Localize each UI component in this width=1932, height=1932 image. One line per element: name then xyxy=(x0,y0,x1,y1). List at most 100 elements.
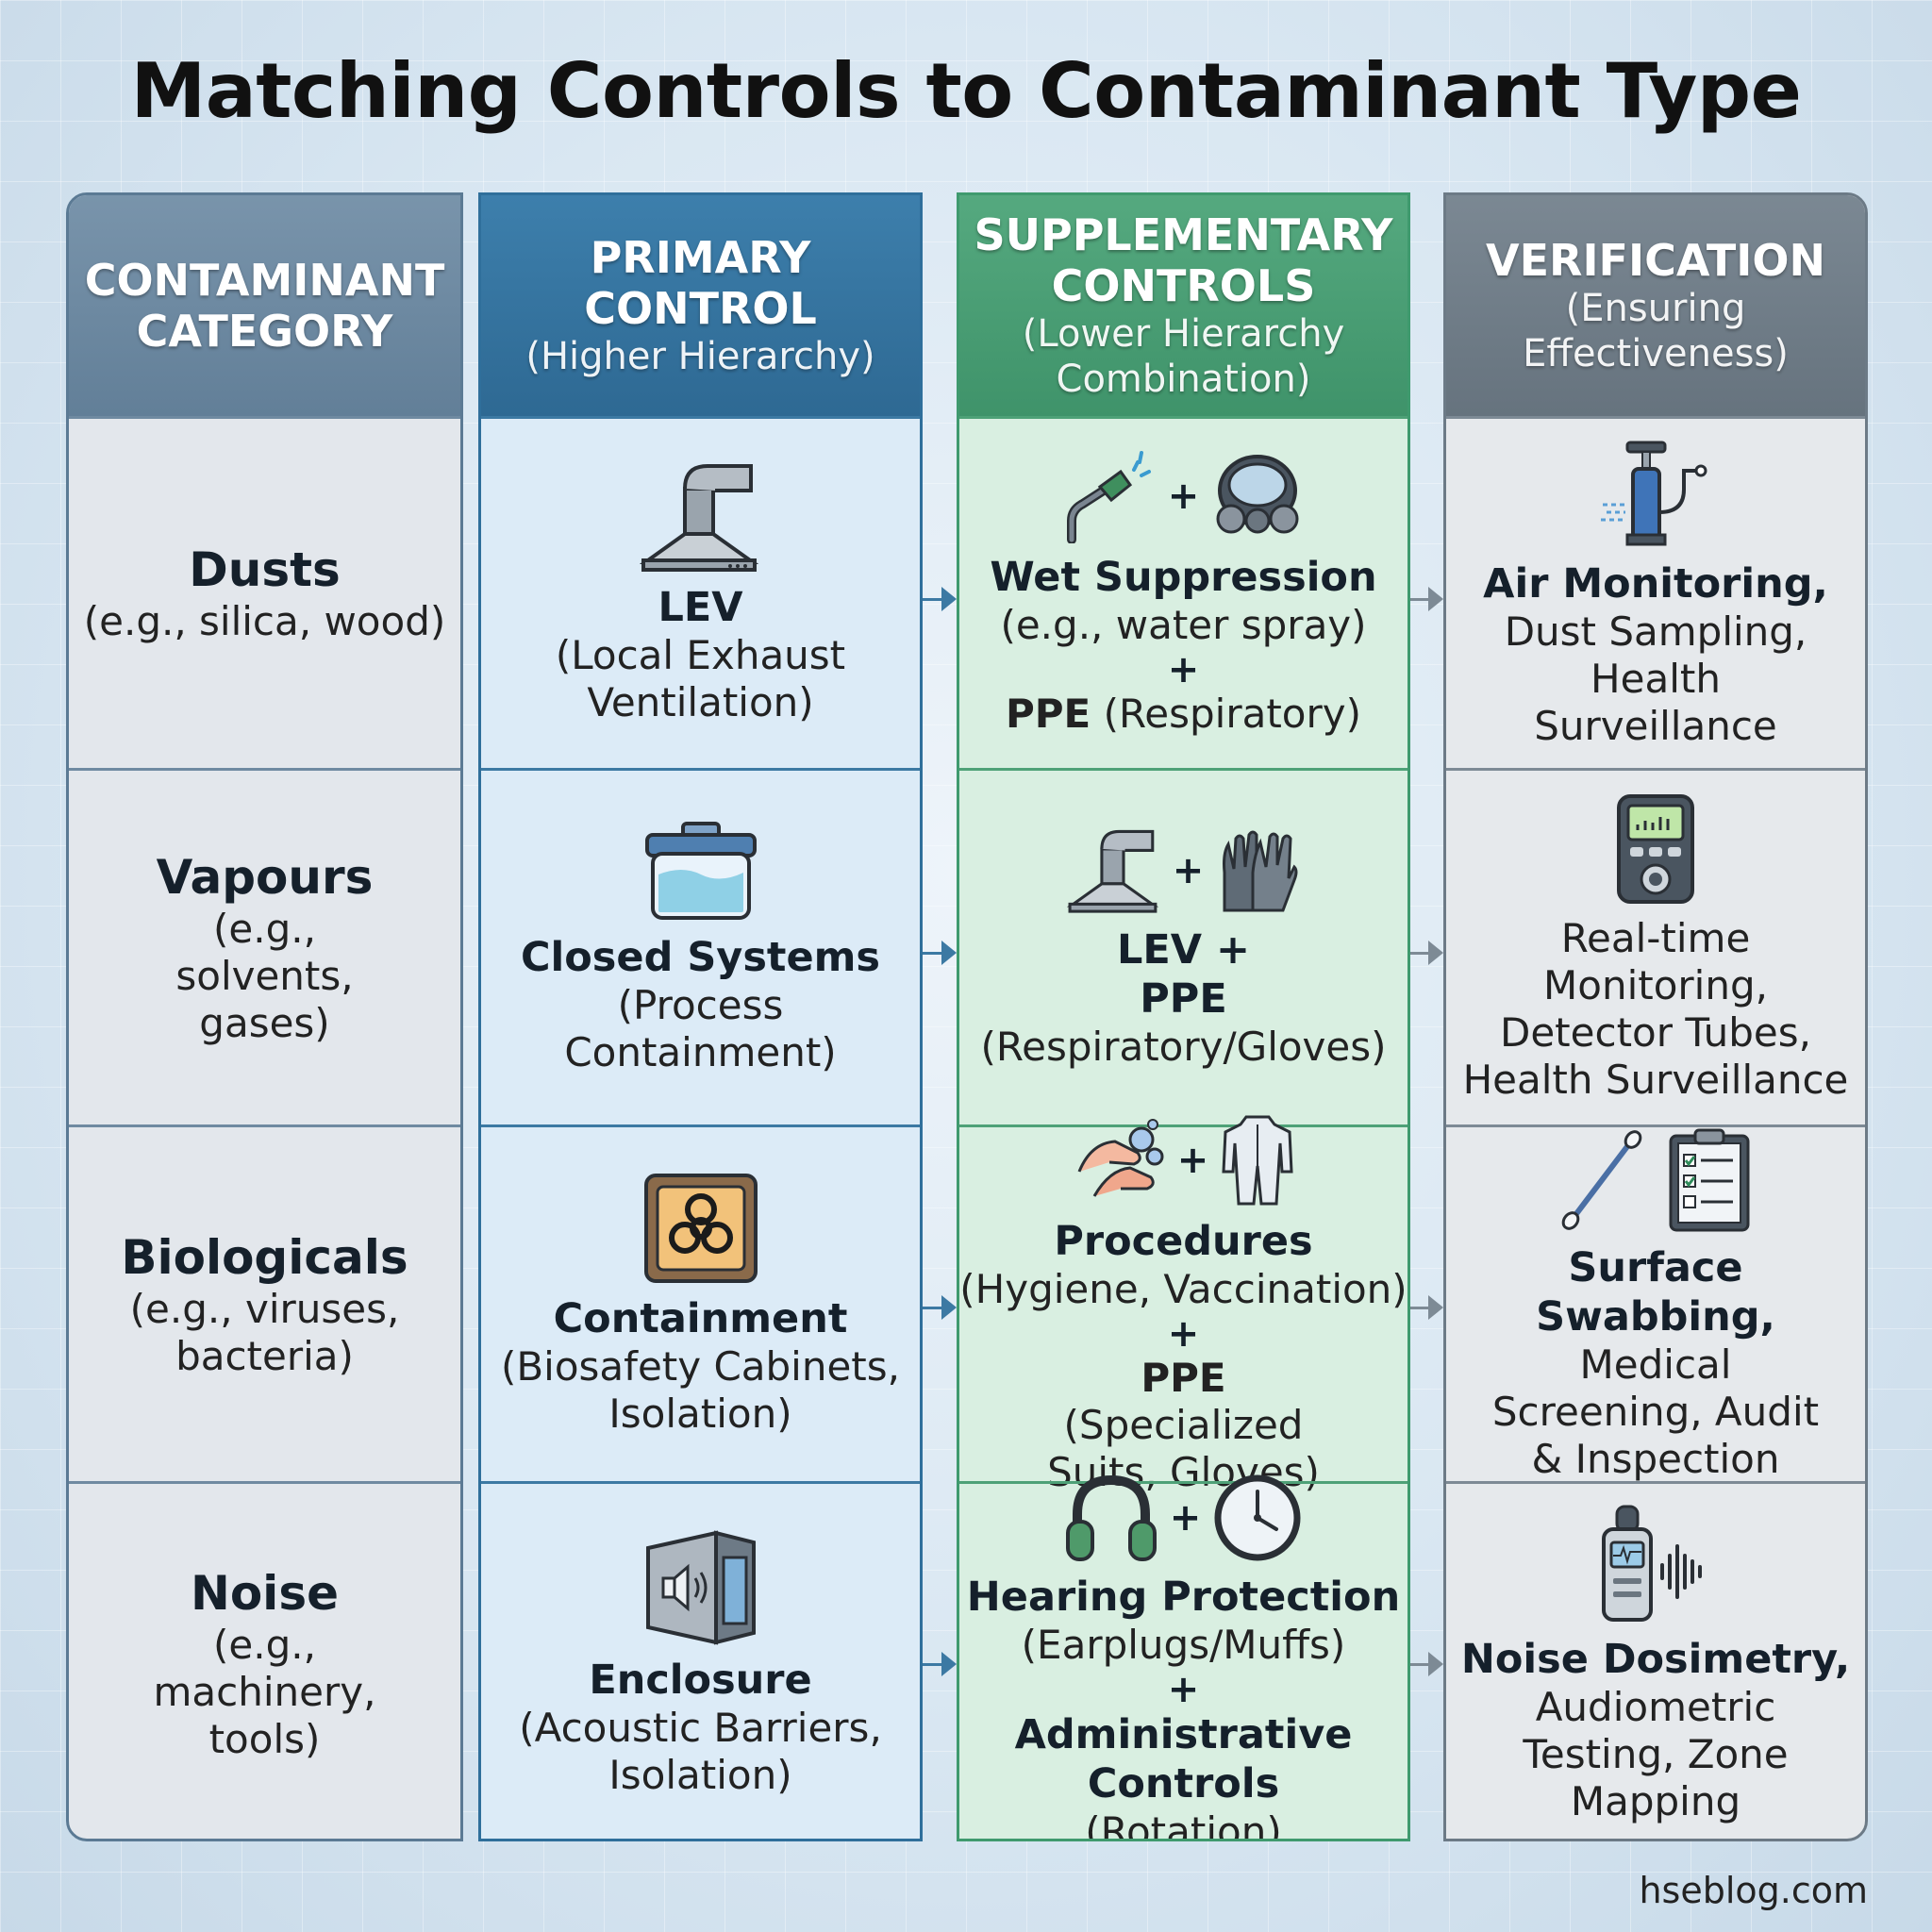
supplementary-line1-bold: Hearing Protection xyxy=(966,1574,1401,1621)
connector-arrow xyxy=(1428,941,1443,965)
plus-symbol: + xyxy=(1167,648,1200,691)
primary-control-name: Containment xyxy=(553,1294,848,1342)
primary-header-title: PRIMARY CONTROL xyxy=(584,232,817,334)
supplementary-line2: PPE (Respiratory) xyxy=(1006,691,1361,738)
connector-arrow xyxy=(941,941,957,965)
connector-line xyxy=(1410,598,1429,601)
supplementary-line1-bold: Wet Suppression xyxy=(990,554,1377,601)
verification-bold: Noise Dosimetry, xyxy=(1460,1636,1851,1683)
primary-cell-biologicals: Containment (Biosafety Cabinets, Isolati… xyxy=(481,1124,920,1481)
sound-level-meter-icon xyxy=(1602,1505,1702,1622)
category-name: Vapours xyxy=(156,849,374,905)
connector-line xyxy=(1410,952,1429,955)
verification-bold: Air Monitoring, xyxy=(1483,560,1828,608)
category-example: (e.g., silica, wood) xyxy=(83,598,446,644)
verification-header-title: VERIFICATION xyxy=(1486,235,1825,286)
category-header-title: CONTAMINANT CATEGORY xyxy=(84,255,445,357)
connector-line xyxy=(923,1307,943,1309)
connector-arrow xyxy=(941,1652,957,1676)
primary-header: PRIMARY CONTROL (Higher Hierarchy) xyxy=(481,195,920,416)
primary-control-detail: (Acoustic Barriers, Isolation) xyxy=(519,1705,882,1798)
primary-column: PRIMARY CONTROL (Higher Hierarchy) LEV (… xyxy=(478,192,923,1841)
supplementary-line1-detail: (e.g., water spray) xyxy=(1000,602,1367,648)
connector-line xyxy=(1410,1663,1429,1666)
verification-detail: Dust Sampling, Health Surveillance xyxy=(1504,608,1807,749)
clock-icon xyxy=(1214,1474,1301,1561)
supplementary-cell-vapours: + LEV + PPE (Respiratory/Gloves) xyxy=(959,768,1407,1124)
plus-symbol: + xyxy=(1172,848,1205,892)
respirator-mask-icon xyxy=(1216,455,1299,534)
primary-cell-noise: Enclosure (Acoustic Barriers, Isolation) xyxy=(481,1481,920,1839)
supplementary-icons: + xyxy=(1072,1113,1296,1208)
exhaust-hood-icon xyxy=(639,464,758,572)
category-header: CONTAMINANT CATEGORY xyxy=(69,195,460,416)
category-cell-biologicals: Biologicals (e.g., viruses, bacteria) xyxy=(69,1124,460,1481)
primary-control-detail: (Process Containment) xyxy=(564,981,837,1075)
supplementary-line2-bold: Administrative Controls xyxy=(1014,1711,1353,1807)
verification-cell-noise: Noise Dosimetry, Audiometric Testing, Zo… xyxy=(1446,1481,1865,1839)
supplementary-line2-bold: PPE xyxy=(1141,1354,1226,1401)
plus-symbol: + xyxy=(1167,475,1200,518)
connector-arrow xyxy=(1428,587,1443,611)
verification-bold: Surface Swabbing, xyxy=(1536,1243,1775,1341)
category-example: (e.g., viruses, bacteria) xyxy=(129,1285,400,1379)
connector-line xyxy=(923,1663,943,1666)
swab-icon xyxy=(1561,1129,1642,1230)
supplementary-icons: + xyxy=(1066,825,1301,916)
supplementary-header-subtitle: (Lower Hierarchy Combination) xyxy=(1022,312,1345,401)
primary-control-detail: (Local Exhaust Ventilation) xyxy=(555,632,846,725)
primary-header-subtitle: (Higher Hierarchy) xyxy=(525,335,875,378)
supplementary-line1-bold: LEV + xyxy=(1116,925,1251,974)
connector-arrow xyxy=(1428,1295,1443,1320)
supplementary-cell-biologicals: + Procedures (Hygiene, Vaccination) + PP… xyxy=(959,1115,1407,1495)
verification-detail: Audiometric Testing, Zone Mapping xyxy=(1523,1684,1789,1824)
primary-control-name: LEV xyxy=(658,584,743,631)
connector-arrow xyxy=(1428,1652,1443,1676)
supplementary-line2-bold: PPE xyxy=(1140,974,1227,1023)
gloves-icon xyxy=(1223,830,1298,911)
connector-line xyxy=(923,598,943,601)
sealed-container-icon xyxy=(644,821,757,920)
connector-arrow xyxy=(941,587,957,611)
supplementary-line2-bold: PPE xyxy=(1005,691,1091,737)
footer-credit: hseblog.com xyxy=(1639,1870,1868,1911)
hand-washing-icon xyxy=(1077,1118,1164,1197)
supplementary-icons: + xyxy=(1064,1473,1304,1563)
connector-line xyxy=(1410,1307,1429,1309)
supplementary-column: SUPPLEMENTARY CONTROLS (Lower Hierarchy … xyxy=(957,192,1410,1841)
supplementary-line2-detail: (Respiratory/Gloves) xyxy=(980,1023,1387,1070)
supplementary-cell-noise: + Hearing Protection (Earplugs/Muffs) + … xyxy=(959,1474,1407,1841)
supplementary-cell-dusts: + Wet Suppression (e.g., water spray) + … xyxy=(959,416,1407,768)
category-column: CONTAMINANT CATEGORY Dusts (e.g., silica… xyxy=(66,192,463,1841)
primary-control-name: Closed Systems xyxy=(520,933,881,981)
supplementary-header: SUPPLEMENTARY CONTROLS (Lower Hierarchy … xyxy=(959,195,1407,416)
category-name: Dusts xyxy=(189,542,341,597)
connector-line xyxy=(923,952,943,955)
acoustic-enclosure-icon xyxy=(645,1530,756,1645)
air-sampling-pump-icon xyxy=(1601,441,1707,546)
primary-control-detail: (Biosafety Cabinets, Isolation) xyxy=(500,1342,901,1437)
verification-icons xyxy=(1559,1126,1752,1234)
spray-nozzle-icon xyxy=(1066,451,1151,543)
supplementary-icons: + xyxy=(1062,449,1306,543)
supplementary-line2-detail: (Rotation) xyxy=(1085,1808,1282,1841)
supplementary-header-title: SUPPLEMENTARY CONTROLS xyxy=(974,209,1393,311)
biohazard-cabinet-icon xyxy=(643,1173,758,1283)
primary-cell-dusts: LEV (Local Exhaust Ventilation) xyxy=(481,416,920,768)
primary-control-name: Enclosure xyxy=(589,1657,812,1704)
category-cell-noise: Noise (e.g., machinery, tools) xyxy=(69,1481,460,1839)
plus-symbol: + xyxy=(1167,1668,1200,1711)
verification-cell-vapours: Real-time Monitoring, Detector Tubes, He… xyxy=(1446,768,1865,1124)
verification-column: VERIFICATION (Ensuring Effectiveness) Ai… xyxy=(1443,192,1868,1841)
supplementary-line2-detail: (Respiratory) xyxy=(1103,691,1362,737)
supplementary-line1-detail: (Hygiene, Vaccination) xyxy=(959,1265,1407,1312)
page-title: Matching Controls to Contaminant Type xyxy=(130,47,1802,135)
category-name: Noise xyxy=(190,1566,339,1621)
category-example: (e.g., machinery, tools) xyxy=(153,1622,376,1762)
category-name: Biologicals xyxy=(121,1229,408,1285)
category-example: (e.g., solvents, gases) xyxy=(175,905,354,1046)
exhaust-hood-icon xyxy=(1066,829,1158,913)
protective-suit-icon xyxy=(1222,1115,1293,1205)
primary-cell-vapours: Closed Systems (Process Containment) xyxy=(481,768,920,1124)
checklist-clipboard-icon xyxy=(1669,1128,1750,1231)
